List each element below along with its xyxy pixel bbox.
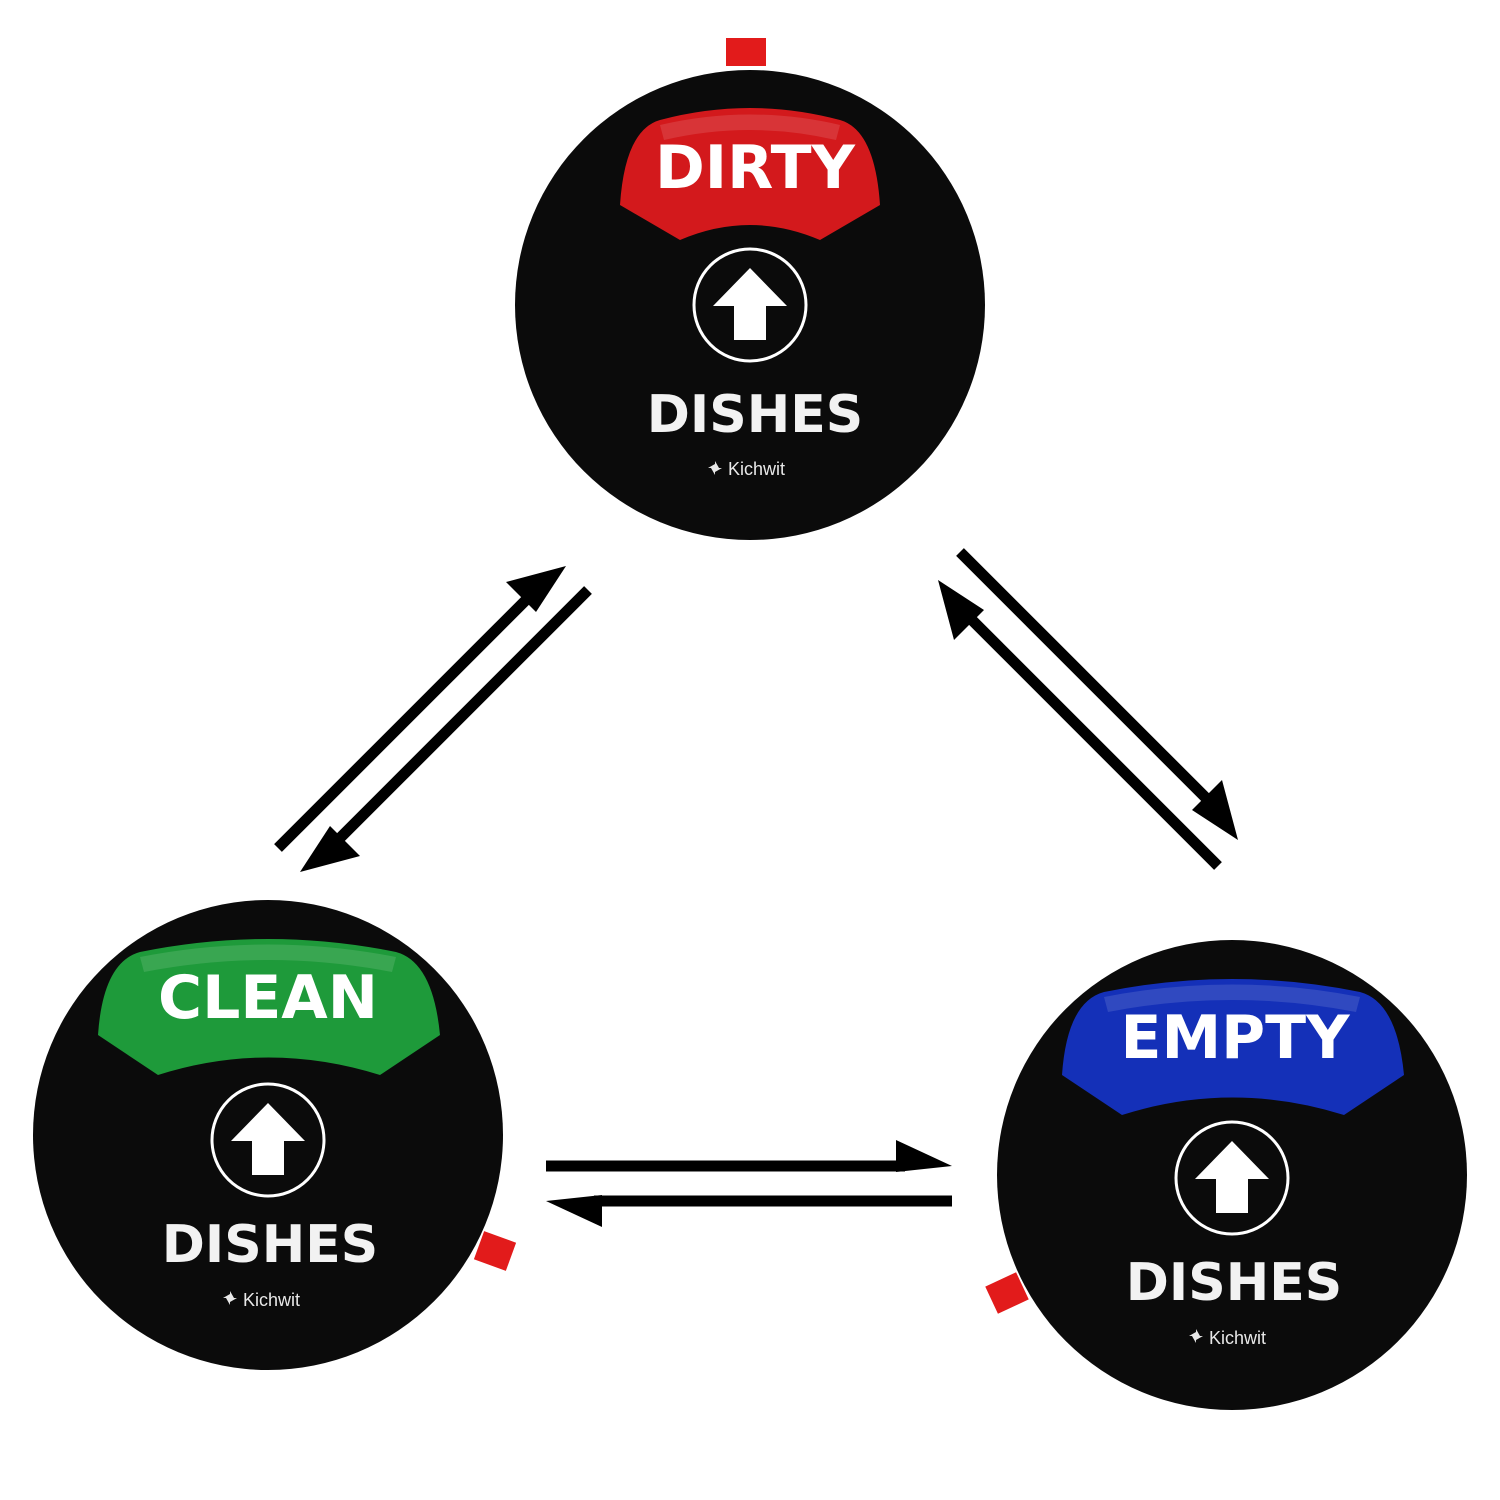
clean-label: CLEAN (158, 963, 378, 1033)
empty-status-window (1062, 979, 1404, 1115)
pinwheel-logo-icon (708, 461, 722, 475)
magnet-empty: EMPTY DISHES Kichwit (985, 940, 1467, 1410)
up-arrow-circle-icon (692, 247, 808, 363)
double-arrow-icon (938, 548, 1238, 870)
double-arrow-icon (546, 1140, 952, 1227)
dishes-label: DISHES (647, 385, 863, 445)
dishes-label: DISHES (1126, 1253, 1342, 1313)
window-shine (1104, 984, 1360, 1012)
brand-label: Kichwit (243, 1290, 300, 1310)
up-arrow-circle-icon (1174, 1120, 1290, 1236)
up-arrow-circle-icon (210, 1082, 326, 1198)
clean-status-window (98, 939, 440, 1075)
window-shine (660, 114, 840, 140)
brand-label: Kichwit (1209, 1328, 1266, 1348)
brand-label: Kichwit (728, 459, 785, 479)
magnet-clean: CLEAN DISHES Kichwit (33, 900, 517, 1370)
red-tab[interactable] (726, 38, 766, 66)
pinwheel-logo-icon (1189, 1329, 1203, 1343)
pinwheel-logo-icon (223, 1291, 237, 1305)
window-shine (140, 944, 396, 972)
red-tab[interactable] (985, 1272, 1029, 1314)
dirty-status-window (620, 108, 880, 240)
magnet-dirty: DIRTY DISHES Kichwit (515, 38, 985, 540)
dishes-label: DISHES (162, 1215, 378, 1275)
empty-label: EMPTY (1120, 1003, 1351, 1073)
red-tab[interactable] (473, 1231, 517, 1271)
dirty-label: DIRTY (655, 133, 857, 203)
double-arrow-icon (274, 566, 592, 872)
